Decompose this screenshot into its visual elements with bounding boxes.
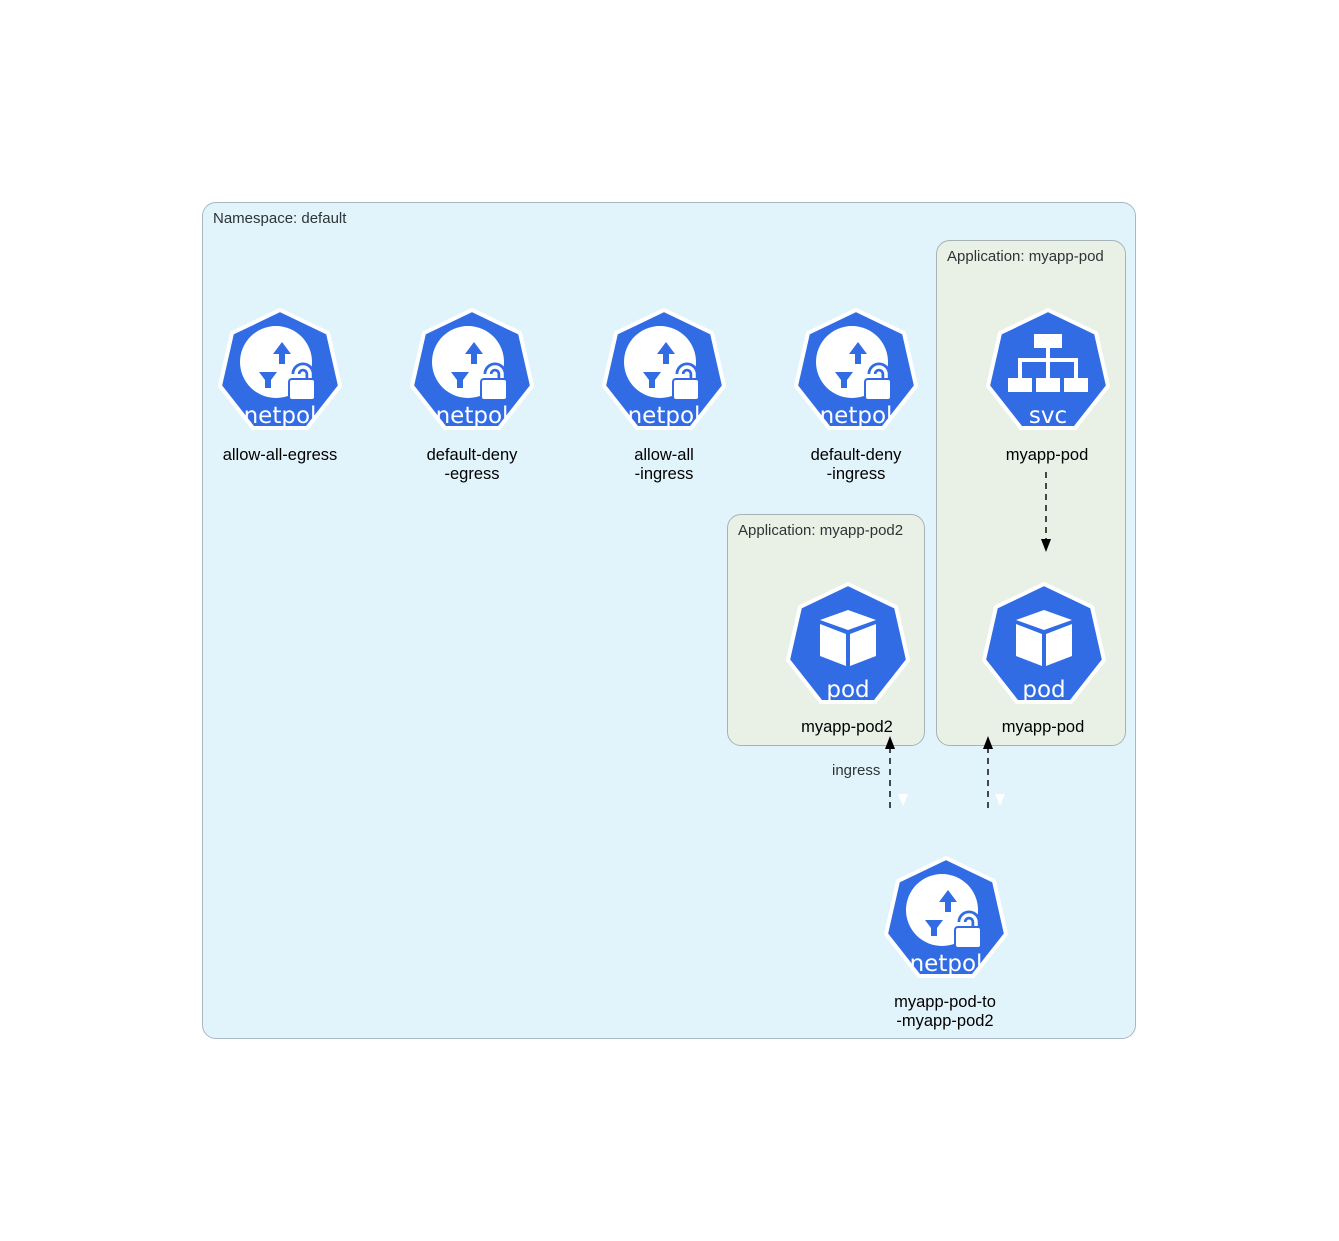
svc-icon: svc <box>978 302 1118 442</box>
pod-name-label: myapp-pod2 <box>801 718 893 736</box>
pod-name-label: myapp-pod <box>1001 718 1085 736</box>
netpol-allow-all-egress-node[interactable]: netpol <box>210 302 350 442</box>
pod-icon: pod <box>778 576 918 716</box>
namespace-label: Namespace: default <box>213 210 347 227</box>
svg-text:pod: pod <box>1022 677 1065 703</box>
netpol-icon: netpol <box>402 302 542 442</box>
netpol-name-label: allow-all-egress <box>222 446 338 464</box>
svg-text:netpol: netpol <box>910 951 983 977</box>
netpol-myapp-pod-to-myapp-pod2-node[interactable]: netpol <box>876 850 1016 990</box>
netpol-name-label: default-deny -ingress <box>810 446 902 483</box>
netpol-icon: netpol <box>594 302 734 442</box>
svc-name-label: myapp-pod <box>1005 446 1089 464</box>
svg-text:netpol: netpol <box>820 403 893 429</box>
svg-text:pod: pod <box>826 677 869 703</box>
edge-netpol-to-pod2 <box>885 736 908 808</box>
netpol-icon: netpol <box>210 302 350 442</box>
netpol-default-deny-egress-node[interactable]: netpol <box>402 302 542 442</box>
netpol-name-label: myapp-pod-to -myapp-pod2 <box>894 993 996 1030</box>
svg-text:netpol: netpol <box>436 403 509 429</box>
edge-label-ingress: ingress <box>832 762 881 779</box>
netpol-name-label: default-deny -egress <box>426 446 518 483</box>
netpol-icon: netpol <box>786 302 926 442</box>
svg-text:svc: svc <box>1029 403 1067 429</box>
netpol-name-label: allow-all -ingress <box>634 446 694 483</box>
svg-text:netpol: netpol <box>244 403 317 429</box>
pod-icon: pod <box>974 576 1114 716</box>
application-label: Application: myapp-pod <box>947 248 1104 265</box>
netpol-allow-all-ingress-node[interactable]: netpol <box>594 302 734 442</box>
edge-svc-to-pod <box>1041 472 1051 552</box>
pod-myapp-pod-node[interactable]: pod <box>974 576 1114 716</box>
svc-myapp-pod-node[interactable]: svc <box>978 302 1118 442</box>
application-label: Application: myapp-pod2 <box>738 522 904 539</box>
svg-text:netpol: netpol <box>628 403 701 429</box>
edge-netpol-to-pod <box>983 736 1005 808</box>
netpol-default-deny-ingress-node[interactable]: netpol <box>786 302 926 442</box>
netpol-icon: netpol <box>876 850 1016 990</box>
pod-myapp-pod2-node[interactable]: pod <box>778 576 918 716</box>
